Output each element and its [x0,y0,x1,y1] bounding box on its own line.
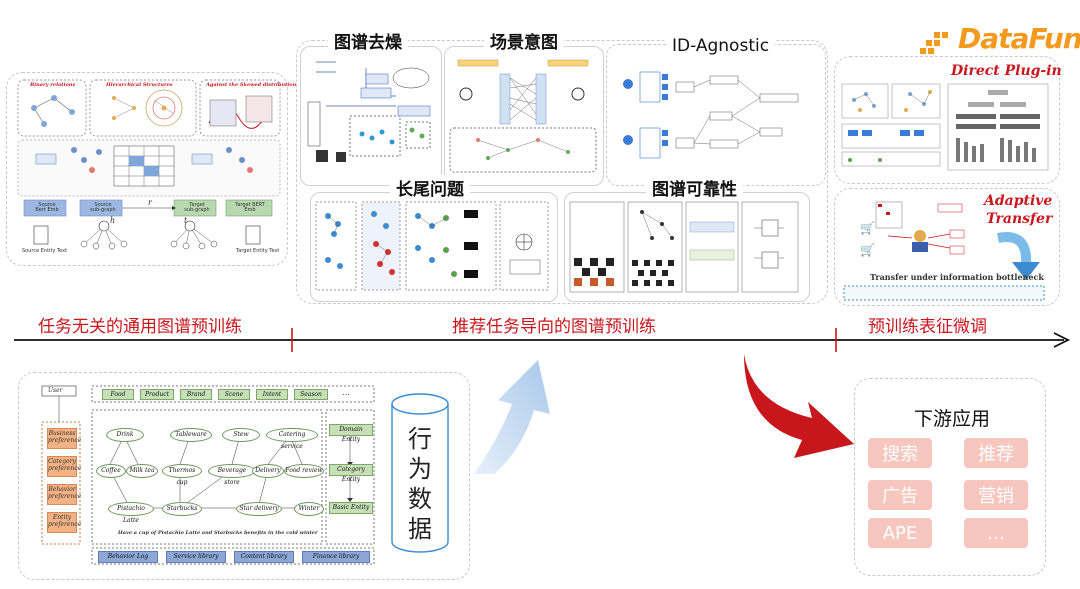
stage-task-oriented: 推荐任务导向的图谱预训练 [452,317,656,337]
kg-pref-3: Entity preference [47,512,81,533]
kg-level-basic: Basic Entity [329,502,373,514]
adaptive-transfer-label: Adaptive Transfer [984,193,1053,227]
kg-node-beverage: Beverage store [208,464,256,486]
r-label: r [148,198,152,207]
stage-finetune: 预训练表征微调 [868,317,987,337]
behavior-char-3: 据 [408,515,432,543]
binary-relations-label: Binary relations [30,82,76,88]
brand-name: DataFun. [958,22,1080,55]
kg-node-thermos: Thermos cup [162,464,202,486]
behavior-cylinder [391,393,449,553]
kg-tag-2: Brand [180,389,212,400]
direct-plugin-label: Direct Plug-in [951,63,1062,79]
kg-diagram: User Business preference Category prefer… [40,384,380,570]
denoise-title: 图谱去燥 [328,28,408,53]
kg-node-stardelivery: Star delivery [236,502,282,516]
kg-tag-6: … [342,388,350,397]
source-sub-label: Source sub-graph [90,202,116,213]
id-agnostic-diagram [623,71,799,159]
kg-node-coffee: Coffee [96,464,126,478]
app-ads[interactable]: 广告 [868,480,932,510]
kg-tag-0: Food [102,389,134,400]
timeline-arrow [14,328,1071,352]
kg-caption: Have a cup of Pistachio Latte and Starbu… [118,530,318,536]
kg-bottom-3: Finance library [302,551,370,563]
kg-node-stew: Stew [222,428,260,442]
kg-bottom-2: Content library [234,551,294,563]
kg-level-category: Category Entity [329,464,373,483]
source-text-label: Source Entity Text [22,248,68,254]
scene-intent-title: 场景意图 [484,28,564,53]
scene-intent-diagram [449,59,597,173]
app-search[interactable]: 搜索 [868,438,932,468]
kg-node-catering: Catering service [266,428,318,450]
target-sub-label: Target sub-graph [184,202,210,213]
denoise-diagram [307,61,431,162]
transfer-bottleneck-label: Transfer under information bottleneck [870,272,1044,282]
downstream-title: 下游应用 [908,404,997,431]
left-top-diagram [17,79,281,250]
kg-user: User [48,387,63,394]
up-arrow-icon [474,360,550,474]
kg-node-drink: Drink [106,428,144,442]
reliability-diagram [569,201,799,293]
kg-node-pistachio: Pistachio Latte [108,502,154,524]
direct-plugin-diagram [841,83,1049,171]
target-text-label: Target Entity Text [236,248,280,254]
kg-bottom-1: Service library [166,551,226,563]
kg-node-tableware: Tableware [170,428,212,442]
svg-text:🛒: 🛒 [860,243,875,257]
svg-text:🛒: 🛒 [860,221,875,235]
kg-tag-1: Product [140,389,174,400]
kg-pref-0: Business preference [47,428,81,449]
app-marketing[interactable]: 营销 [964,480,1028,510]
behavior-char-2: 数 [408,485,432,513]
kg-node-starbucks: Starbucks [162,502,202,516]
kg-tag-5: Season [294,389,328,400]
kg-tag-4: Intent [256,389,288,400]
kg-pref-2: Behavior preference [47,484,81,505]
long-tail-diagram [315,201,549,291]
kg-tag-3: Scene [218,389,250,400]
stage-task-agnostic: 任务无关的通用图谱预训练 [38,317,242,337]
app-recommend[interactable]: 推荐 [964,438,1028,468]
kg-node-milktea: Milk tea [126,464,158,478]
h-label: h [110,216,116,225]
kg-node-winter: Winter [294,502,324,516]
behavior-char-0: 行 [408,425,432,453]
kg-node-foodreview: Food review [284,464,324,478]
reliability-title: 图谱可靠性 [646,175,743,200]
long-tail-title: 长尾问题 [390,175,470,200]
target-bert-label: Target BERT Emb [235,202,265,213]
hierarchical-label: Hierarchical Structures [106,82,173,88]
left-top-figure: Binary relations Hierarchical Structures… [14,78,296,260]
app-more[interactable]: … [964,518,1028,548]
brand-dots-icon [920,32,948,54]
skewed-label: Against the Skewed distribution [206,82,297,88]
t-label: t [184,216,188,225]
kg-node-delivery: Delivery [252,464,284,478]
down-arrow-icon [744,354,854,458]
app-ape[interactable]: APE [868,518,932,548]
behavior-char-1: 为 [408,455,432,483]
source-bert-label: Source Bert Emb [35,202,59,213]
kg-level-domain: Domain Entity [329,424,373,443]
adaptive-transfer-diagram: 🛒 🛒 [843,201,1045,301]
id-agnostic-title: ID-Agnostic [666,36,776,56]
kg-pref-1: Category preference [47,456,81,477]
kg-lines [41,385,375,565]
kg-bottom-0: Behavior Log [98,551,158,563]
